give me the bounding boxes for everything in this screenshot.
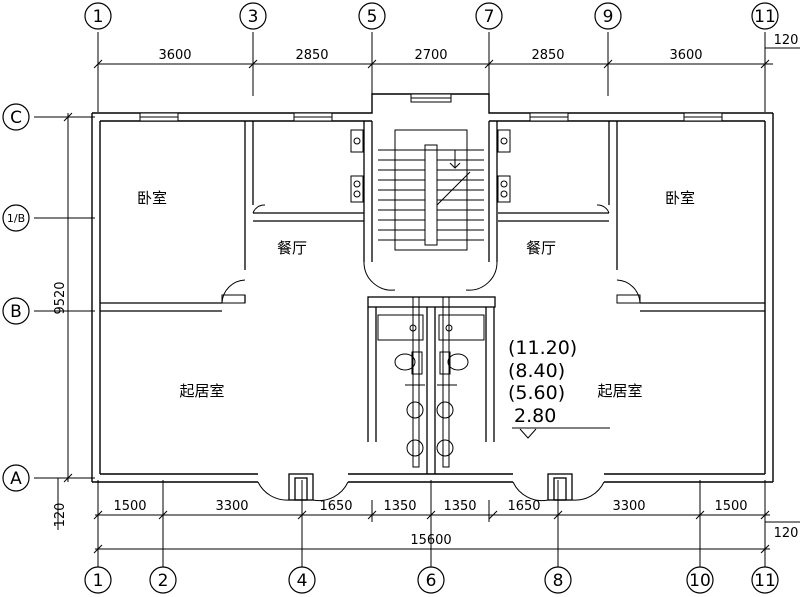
dim-bottom-2: 3300 [215, 499, 248, 514]
room-label-living-left: 起居室 [179, 382, 224, 400]
dim-top-5: 3600 [669, 48, 702, 63]
level-values: (11.20) (8.40) (5.60) 2.80 [508, 337, 577, 427]
axis-label-top-11: 11 [754, 7, 776, 27]
level-value-4: 2.80 [514, 405, 556, 427]
axis-label-bottom-8: 8 [553, 571, 564, 591]
dim-bottom-5: 1350 [443, 499, 476, 514]
top-dimension-line [93, 47, 800, 69]
dim-offset-top-right: 120 [774, 33, 799, 48]
axis-label-top-1: 1 [93, 7, 104, 27]
dim-bottom-8: 1500 [714, 499, 747, 514]
axis-bubbles-left [2, 103, 30, 492]
interior-walls [100, 121, 765, 501]
axis-label-left-c: C [10, 108, 22, 128]
room-label-bedroom-right: 卧室 [665, 189, 695, 207]
axis-labels-bottom: 1 2 4 6 8 10 11 [93, 571, 776, 591]
axis-bubbles-top [84, 2, 779, 30]
room-label-dining-right: 餐厅 [526, 239, 556, 257]
bottom-dimension-lines [93, 500, 800, 554]
dim-top-2: 2850 [295, 48, 328, 63]
dim-bottom-3: 1650 [319, 499, 352, 514]
axis-label-bottom-6: 6 [426, 571, 437, 591]
stair [378, 129, 484, 251]
dim-top-4: 2850 [531, 48, 564, 63]
axis-lines [34, 32, 766, 568]
left-dimension-line [57, 112, 73, 530]
level-value-2: (8.40) [508, 360, 565, 382]
axis-label-bottom-11: 11 [754, 571, 776, 591]
axis-label-bottom-4: 4 [297, 571, 308, 591]
axis-label-left-a: A [10, 469, 22, 489]
bottom-dimension-values: 1500 3300 1650 1350 1350 1650 3300 1500 … [113, 499, 798, 548]
room-label-living-right: 起居室 [597, 382, 642, 400]
door-swings [221, 204, 641, 502]
axis-label-left-b: B [10, 302, 22, 322]
axis-bubbles-bottom [84, 566, 779, 594]
level-mark [512, 427, 610, 439]
top-dimension-values: 3600 2850 2700 2850 3600 120 [158, 33, 798, 63]
kitchen-fixtures [350, 129, 511, 203]
dim-top-3: 2700 [414, 48, 447, 63]
room-labels: 卧室 卧室 餐厅 餐厅 起居室 起居室 [137, 189, 695, 400]
dim-bottom-4: 1350 [383, 499, 416, 514]
dim-side: 9520 [53, 281, 68, 314]
dim-total: 15600 [410, 533, 451, 548]
dim-offset-bottom-right: 120 [774, 526, 799, 541]
axis-label-top-7: 7 [484, 7, 495, 27]
axis-label-top-9: 9 [603, 7, 614, 27]
bathroom-fixtures [377, 296, 485, 468]
level-value-1: (11.20) [508, 337, 577, 359]
axis-labels-left: C 1/B B A [7, 108, 25, 489]
dim-bottom-7: 3300 [612, 499, 645, 514]
axis-label-top-3: 3 [248, 7, 259, 27]
exterior-walls [91, 93, 774, 483]
room-label-dining-left: 餐厅 [277, 239, 307, 257]
level-value-3: (5.60) [508, 382, 565, 404]
dim-bottom-6: 1650 [507, 499, 540, 514]
axis-label-left-1b: 1/B [7, 212, 25, 225]
axis-label-bottom-2: 2 [158, 571, 169, 591]
dim-bottom-1: 1500 [113, 499, 146, 514]
axis-label-top-5: 5 [367, 7, 378, 27]
axis-label-bottom-1: 1 [93, 571, 104, 591]
axis-label-bottom-10: 10 [689, 571, 711, 591]
room-label-bedroom-left: 卧室 [137, 189, 167, 207]
axis-labels-top: 1 3 5 7 9 11 [93, 7, 776, 27]
windows-top [139, 93, 723, 122]
dim-top-1: 3600 [158, 48, 191, 63]
dim-offset-left: 120 [53, 503, 68, 528]
